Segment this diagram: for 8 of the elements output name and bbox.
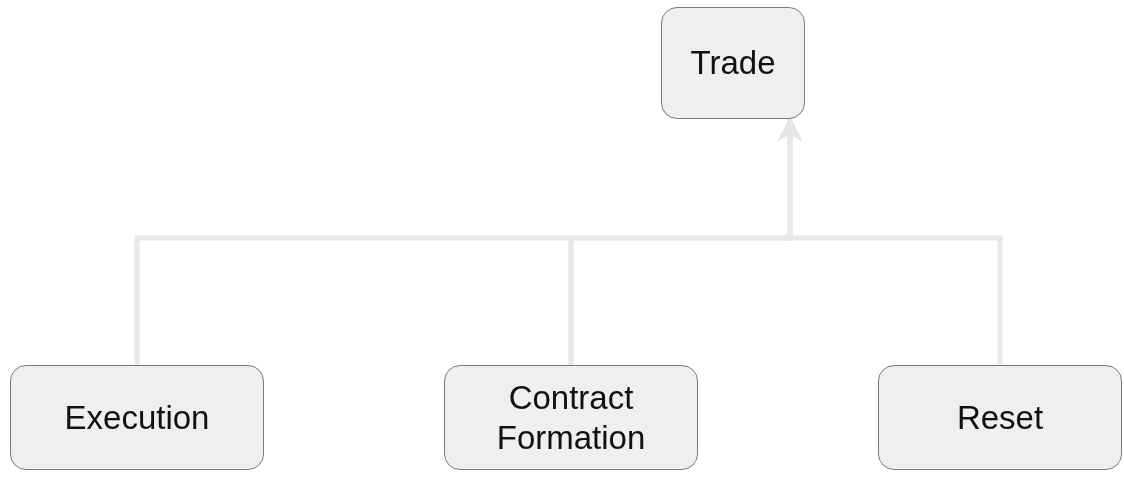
box-label: Execution [64, 397, 210, 438]
box-label: Reset [956, 397, 1044, 438]
process-box [661, 7, 805, 119]
box-label: Contract Formation [495, 377, 647, 458]
process-box [10, 365, 264, 470]
process-box [444, 365, 698, 470]
box-label: Trade [690, 43, 776, 83]
process-box [878, 365, 1122, 470]
